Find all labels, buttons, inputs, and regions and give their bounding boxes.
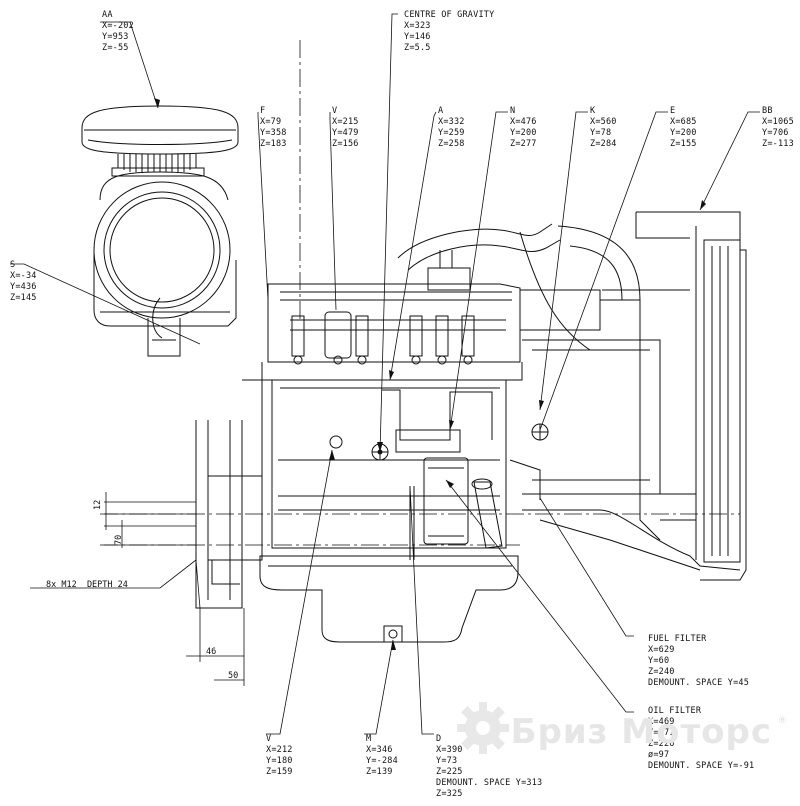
callout-oil-diameter: ø=97 [648,750,670,760]
callout-k-z: Z=284 [590,139,617,149]
callout-v-bottom: V X=212 Y=180 Z=159 [266,734,293,778]
watermark-registered: ® [778,716,787,726]
callout-v-bottom-y: Y=180 [266,756,293,766]
callout-f-y: Y=358 [260,128,287,138]
callout-a-y: Y=259 [438,128,465,138]
callout-aa-x: X=-202 [102,21,134,31]
callout-oil-y: Y=-71 [648,728,675,738]
callout-f: F X=79 Y=358 Z=183 [260,106,287,150]
dimension-46: 46 [206,647,217,657]
callout-v-top-name: V [332,106,338,116]
callout-fuel-filter: FUEL FILTER X=629 Y=60 Z=240 DEMOUNT. SP… [648,634,749,689]
air-filter [81,105,239,357]
callout-s-z: Z=145 [10,293,37,303]
callout-f-z: Z=183 [260,139,287,149]
callout-cg-y: Y=146 [404,32,431,42]
callout-m-y: Y=-284 [366,756,398,766]
callout-aa-y: Y=953 [102,32,129,42]
callout-centre-of-gravity: CENTRE OF GRAVITY X=323 Y=146 Z=5.5 [404,10,494,54]
callout-m-z: Z=139 [366,767,393,777]
callout-cg-x: X=323 [404,21,431,31]
callout-e-name: E [670,106,676,116]
callout-a-name: A [438,106,444,116]
callout-d-demount: DEMOUNT. SPACE Y=313 [436,778,543,788]
callout-n-z: Z=277 [510,139,537,149]
callout-cg-z: Z=5.5 [404,43,431,53]
callout-fuel-z: Z=240 [648,667,675,677]
callout-bb-z: Z=-113 [762,139,794,149]
callout-fuel-y: Y=60 [648,656,670,666]
callout-m-x: X=346 [366,745,393,755]
gear-logo-icon [457,702,509,754]
callout-v-top: V X=215 Y=479 Z=156 [332,106,359,150]
callout-v-bottom-name: V [266,734,272,744]
callout-fuel-x: X=629 [648,645,675,655]
callout-k-x: X=560 [590,117,617,127]
callout-oil-name: OIL FILTER [648,706,702,716]
callout-e: E X=685 Y=200 Z=155 [670,106,697,150]
engine-block [195,283,523,643]
callout-d-demount-z: Z=325 [436,789,463,799]
callout-s-name: S [10,260,16,270]
callout-d: D X=390 Y=73 Z=225 DEMOUNT. SPACE Y=313 … [436,734,542,800]
callout-f-x: X=79 [260,117,282,127]
callout-oil-z: Z=226 [648,739,675,749]
callout-a-z: Z=258 [438,139,465,149]
callout-v-top-x: X=215 [332,117,359,127]
callout-n: N X=476 Y=200 Z=277 [510,106,537,150]
callout-a-x: X=332 [438,117,465,127]
callout-d-z: Z=225 [436,767,463,777]
callout-e-x: X=685 [670,117,697,127]
callout-k: K X=560 Y=78 Z=284 [590,106,617,150]
callout-bb: BB X=1065 Y=706 Z=-113 [762,106,794,150]
dimension-12: 12 [93,499,103,510]
callout-bb-x: X=1065 [762,117,794,127]
callout-d-name: D [436,734,442,744]
callout-v-bottom-x: X=212 [266,745,293,755]
callout-oil-filter: OIL FILTER X=469 Y=-71 Z=226 ø=97 DEMOUN… [648,706,754,772]
dimension-lines [30,492,245,686]
callout-n-x: X=476 [510,117,537,127]
watermark-text: Бриз Моторс [510,712,772,752]
callout-v-top-z: Z=156 [332,139,359,149]
turbo-pipes [397,223,741,571]
callout-bb-y: Y=706 [762,128,789,138]
callout-cg-name: CENTRE OF GRAVITY [404,10,495,20]
callout-oil-demount: DEMOUNT. SPACE Y=-91 [648,761,755,771]
callout-s-y: Y=436 [10,282,37,292]
callout-n-y: Y=200 [510,128,537,138]
callout-v-bottom-z: Z=159 [266,767,293,777]
callout-d-x: X=390 [436,745,463,755]
callout-s-x: X=-34 [10,271,37,281]
dimension-50: 50 [228,671,239,681]
callout-d-y: Y=73 [436,756,458,766]
radiator [600,211,747,581]
callout-fuel-demount: DEMOUNT. SPACE Y=45 [648,678,750,688]
callout-m-name: M [366,734,372,744]
callout-bb-name: BB [762,106,773,116]
dimension-70: 70 [114,534,124,545]
callout-f-name: F [260,106,266,116]
callout-aa-z: Z=-55 [102,43,129,53]
callout-aa: AA X=-202 Y=953 Z=-55 [102,10,134,54]
callout-e-z: Z=155 [670,139,697,149]
callout-s: S X=-34 Y=436 Z=145 [10,260,37,304]
callout-m: M X=346 Y=-284 Z=139 [366,734,398,778]
callout-fuel-name: FUEL FILTER [648,634,707,644]
callout-a: A X=332 Y=259 Z=258 [438,106,465,150]
callout-v-top-y: Y=479 [332,128,359,138]
callout-k-y: Y=78 [590,128,612,138]
leader-lines [10,13,760,735]
callout-aa-name: AA [102,10,113,20]
callout-e-y: Y=200 [670,128,697,138]
callout-k-name: K [590,106,596,116]
callout-n-name: N [510,106,516,116]
callout-oil-x: X=469 [648,717,675,727]
bolt-pattern-label: 8x M12 DEPTH 24 [46,580,128,590]
